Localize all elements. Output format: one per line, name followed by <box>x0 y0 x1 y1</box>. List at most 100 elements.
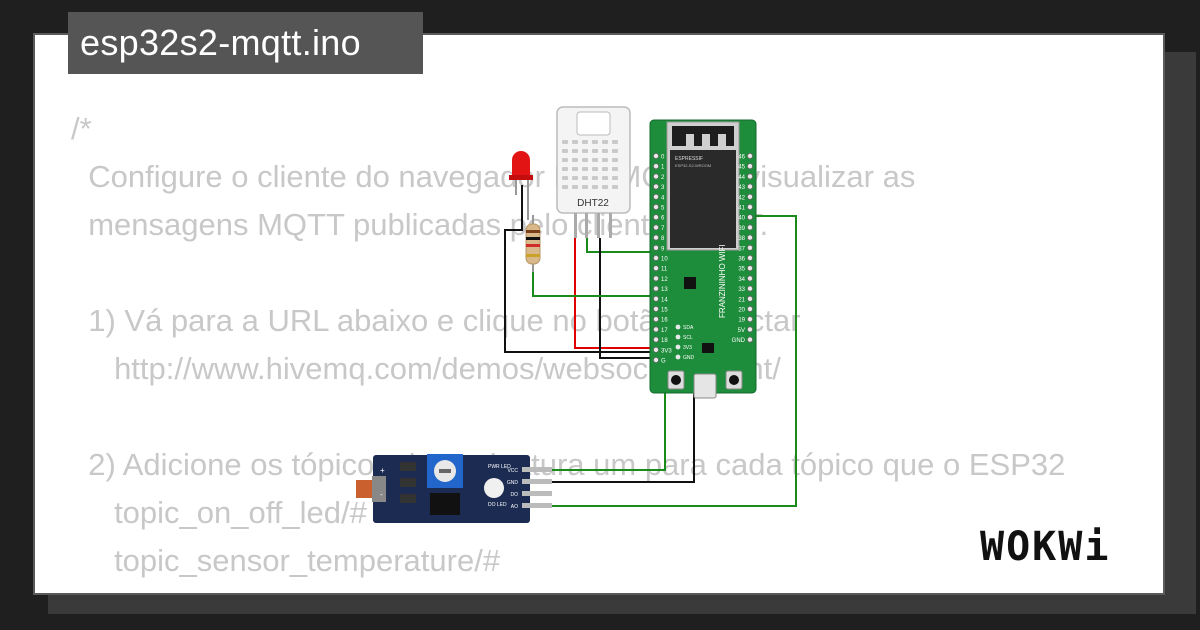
pin-label-left: 9 <box>661 246 665 252</box>
pin-right[interactable] <box>747 193 754 200</box>
pin-left[interactable] <box>653 224 660 231</box>
pin-label-left: 3 <box>661 185 665 191</box>
code-line: /* <box>71 111 92 146</box>
pin-label-right: 39 <box>738 226 745 232</box>
module-pin-label: DO <box>511 492 519 498</box>
module-pin[interactable] <box>522 467 552 472</box>
pad-label: GND <box>683 355 695 361</box>
pad-label: SCL <box>683 335 693 341</box>
pin-left[interactable] <box>653 265 660 272</box>
pin-right[interactable] <box>747 275 754 282</box>
pin-left[interactable] <box>653 244 660 251</box>
pin-label-left: 15 <box>661 308 668 314</box>
pin-left[interactable] <box>653 275 660 282</box>
red-led[interactable] <box>509 151 533 220</box>
pin-right[interactable] <box>747 305 754 312</box>
pin-label-right: 42 <box>738 195 745 201</box>
pin-right[interactable] <box>747 336 754 343</box>
pin-left[interactable] <box>653 152 660 159</box>
pin-left[interactable] <box>653 326 660 333</box>
pin-label-left: 8 <box>661 236 665 242</box>
pin-label-left: 11 <box>661 267 668 273</box>
pin-label-right: 33 <box>738 287 745 293</box>
pin-label-right: 35 <box>738 267 745 273</box>
pin-label-right: 20 <box>738 308 745 314</box>
pin-label-right: 5V <box>738 328 745 334</box>
pin-right[interactable] <box>747 326 754 333</box>
pin-right[interactable] <box>747 265 754 272</box>
pin-label-right: 38 <box>738 236 745 242</box>
pin-right[interactable] <box>747 224 754 231</box>
code-line: topic_sensor_temperature/# <box>71 543 501 578</box>
pin-label-right: 34 <box>738 277 745 283</box>
pin-right[interactable] <box>747 163 754 170</box>
pin-left[interactable] <box>653 356 660 363</box>
pin-label-left: 12 <box>661 277 668 283</box>
pin-label-left: 18 <box>661 338 668 344</box>
wires <box>504 185 797 507</box>
pin-right[interactable] <box>747 214 754 221</box>
pin-right[interactable] <box>747 173 754 180</box>
board-chip-small <box>684 277 696 289</box>
pin-left[interactable] <box>653 285 660 292</box>
pin-label-left: 4 <box>661 195 665 201</box>
pad[interactable] <box>675 334 681 340</box>
pin-left[interactable] <box>653 183 660 190</box>
ldr-photoresistor <box>356 480 372 498</box>
wire-sensor-ao <box>552 215 797 507</box>
pin-label-left: 6 <box>661 216 665 222</box>
module-pin-label: AO <box>511 504 518 510</box>
module-pin[interactable] <box>522 503 552 508</box>
resistor[interactable] <box>525 215 541 272</box>
pin-left[interactable] <box>653 336 660 343</box>
pin-right[interactable] <box>747 203 754 210</box>
pin-left[interactable] <box>653 173 660 180</box>
pin-right[interactable] <box>747 285 754 292</box>
pin-label-left: 1 <box>661 165 665 171</box>
pin-left[interactable] <box>653 203 660 210</box>
pin-left[interactable] <box>653 346 660 353</box>
pad[interactable] <box>675 324 681 330</box>
pin-right[interactable] <box>747 244 754 251</box>
module-pin-label: GND <box>507 480 519 486</box>
pin-label-left: 5 <box>661 206 665 212</box>
pin-left[interactable] <box>653 316 660 323</box>
wire-led-signal <box>532 268 660 297</box>
chip-model: ESP32-S2-WROOM <box>675 163 711 168</box>
pin-left[interactable] <box>653 163 660 170</box>
pin-label-right: 46 <box>738 155 745 161</box>
pin-left[interactable] <box>653 234 660 241</box>
pin-label-left: 2 <box>661 175 665 181</box>
pin-label-right: 44 <box>738 175 745 181</box>
pin-right[interactable] <box>747 254 754 261</box>
pad[interactable] <box>675 344 681 350</box>
pin-left[interactable] <box>653 214 660 221</box>
pin-right[interactable] <box>747 152 754 159</box>
wire-dht-data <box>586 238 660 253</box>
pin-left[interactable] <box>653 193 660 200</box>
pin-left[interactable] <box>653 305 660 312</box>
pin-left[interactable] <box>653 295 660 302</box>
pin-right[interactable] <box>747 316 754 323</box>
pin-right[interactable] <box>747 183 754 190</box>
module-pin-label: VCC <box>507 468 518 474</box>
pin-right[interactable] <box>747 234 754 241</box>
pin-left[interactable] <box>653 254 660 261</box>
pwr-led-indicator <box>484 478 504 498</box>
pad-label: SDA <box>683 325 694 331</box>
module-pin[interactable] <box>522 479 552 484</box>
code-line: topic_sensor_humidity/# <box>71 585 1065 593</box>
pin-right[interactable] <box>747 295 754 302</box>
pin-label-left: 16 <box>661 318 668 324</box>
franzininho-board[interactable]: ESPRESSIF ESP32-S2-WROOM 012345678910111… <box>649 119 757 399</box>
svg-text:-: - <box>380 490 383 499</box>
dht22-sensor[interactable]: DHT22 <box>556 106 631 238</box>
pad-label: 3V3 <box>683 345 692 351</box>
pad[interactable] <box>675 354 681 360</box>
pin-label-right: 36 <box>738 257 745 263</box>
usb-connector[interactable] <box>693 373 717 399</box>
module-pin[interactable] <box>522 491 552 496</box>
